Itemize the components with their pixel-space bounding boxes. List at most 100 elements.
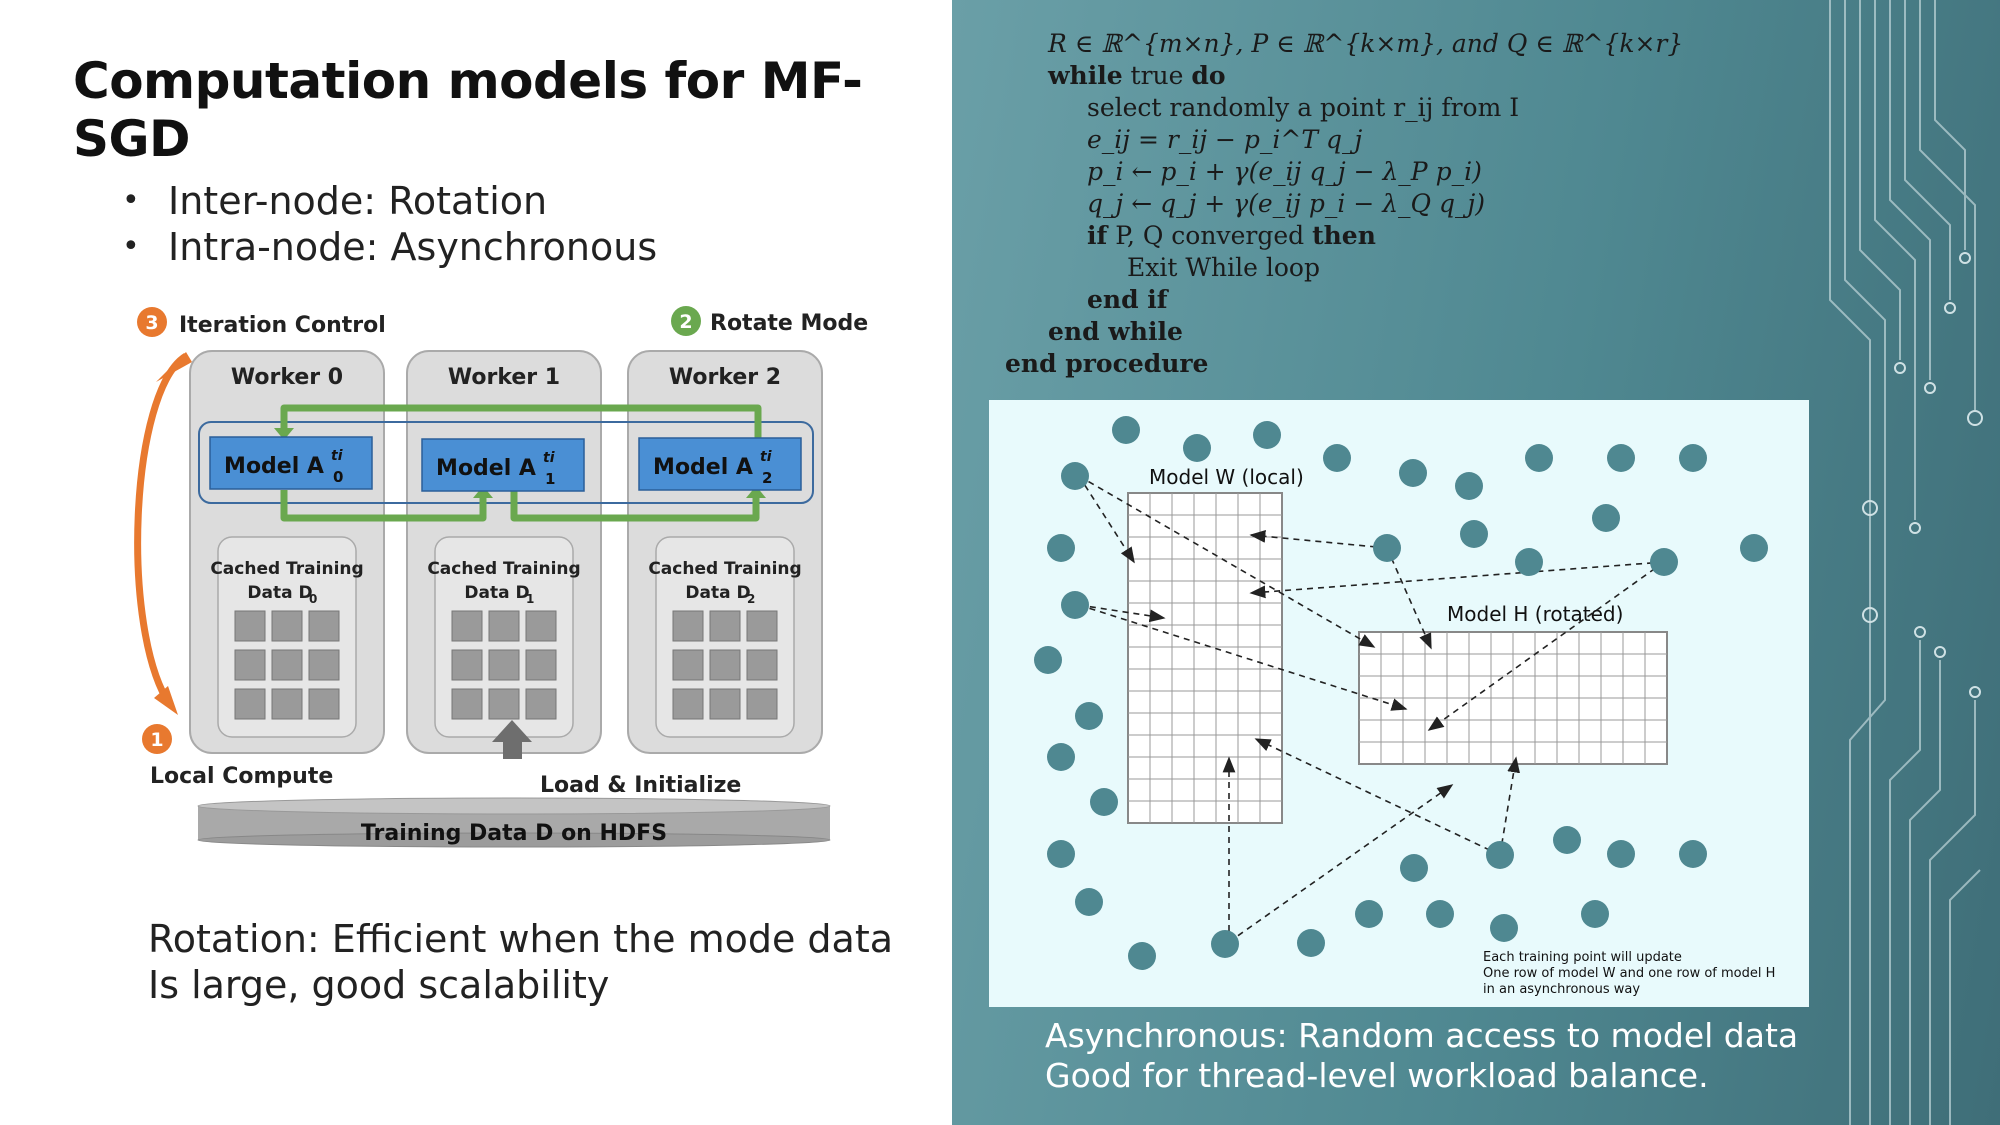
algo-line-0-text: R ∈ ℝ^{m×n}, P ∈ ℝ^{k×m}, and Q ∈ ℝ^{k×r…: [1048, 29, 1684, 58]
circuit-decoration: [1829, 0, 1983, 1125]
algo-line-2-text: select randomly a point r_ij from I: [1087, 93, 1520, 122]
async-diagram: Model W (local) Model H (rotated) Each t…: [1034, 416, 1775, 997]
algo-line-5: q_j ← q_j + γ(e_ij p_i − λ_Q q_j): [1005, 188, 1683, 220]
worker-2-data-sub: 2: [747, 592, 755, 606]
training-point: [1323, 444, 1351, 472]
algo-line-9: end while: [1005, 316, 1683, 348]
bullet-list: •Inter-node: Rotation •Intra-node: Async…: [122, 178, 657, 270]
worker-1-cached-2: Data D: [464, 583, 529, 603]
worker-1-cached-1: Cached Training: [427, 559, 580, 579]
training-point: [1061, 591, 1089, 619]
training-point: [1679, 444, 1707, 472]
rotation-diagram: 3 Iteration Control 2 Rotate Model Worke…: [134, 306, 870, 848]
async-note: Each training point will update One row …: [1483, 950, 1775, 997]
async-caption-line: Good for thread-level workload balance.: [1045, 1056, 1709, 1095]
model-0-sub: 0: [333, 468, 343, 486]
bullet-item: •Intra-node: Asynchronous: [122, 225, 658, 269]
algo-line-9-text: end while: [1048, 317, 1183, 346]
training-point: [1075, 702, 1103, 730]
async-caption: Asynchronous: Random access to model dat…: [1045, 1016, 1798, 1096]
training-point: [1047, 840, 1075, 868]
training-point: [1426, 900, 1454, 928]
training-point: [1034, 646, 1062, 674]
algo-line-1-text: true: [1122, 61, 1192, 90]
worker-0-data-sub: 0: [309, 592, 317, 606]
hdfs-label: Training Data D on HDFS: [361, 821, 667, 846]
iteration-arrow-head: [154, 686, 178, 715]
algorithm-block: R ∈ ℝ^{m×n}, P ∈ ℝ^{k×m}, and Q ∈ ℝ^{k×r…: [1005, 28, 1683, 380]
rotation-caption: Rotation: Efficient when the mode data I…: [148, 916, 893, 1008]
training-points: [1034, 416, 1768, 970]
model-w-grid: [1127, 492, 1283, 824]
training-point: [1061, 462, 1089, 490]
algo-line-4: p_i ← p_i + γ(e_ij q_j − λ_P p_i): [1005, 156, 1683, 188]
algo-line-1: while true do: [1005, 60, 1683, 92]
algo-line-8: end if: [1005, 284, 1683, 316]
training-point: [1183, 434, 1211, 462]
async-caption-line: Asynchronous: Random access to model dat…: [1045, 1016, 1799, 1055]
training-point: [1553, 826, 1581, 854]
training-point: [1650, 548, 1678, 576]
algo-line-6-text: P, Q converged: [1107, 221, 1313, 250]
model-0-sup: ti: [331, 448, 343, 464]
model-2-sub: 2: [762, 469, 772, 487]
algo-line-5-text: q_j ← q_j + γ(e_ij p_i − λ_Q q_j): [1087, 189, 1486, 218]
training-point: [1581, 900, 1609, 928]
model-0-label: Model A: [224, 454, 324, 479]
algo-line-10: end procedure: [1005, 348, 1683, 380]
async-note-line: in an asynchronous way: [1483, 982, 1640, 997]
rotation-caption-line: Is large, good scalability: [148, 963, 610, 1007]
slide-title: Computation models for MF-SGD: [73, 52, 863, 168]
async-note-line: Each training point will update: [1483, 950, 1682, 965]
training-point: [1211, 930, 1239, 958]
model-1-label: Model A: [436, 456, 536, 481]
load-label: Load & Initialize: [540, 773, 741, 798]
step1-badge: [142, 724, 172, 754]
algo-line-4-text: p_i ← p_i + γ(e_ij q_j − λ_P p_i): [1087, 157, 1482, 186]
iteration-arrow-tail: [156, 352, 192, 382]
algo-line-8-text: end if: [1087, 285, 1168, 314]
training-point: [1075, 888, 1103, 916]
training-point: [1490, 914, 1518, 942]
model-1-sup: ti: [543, 450, 555, 466]
training-point: [1607, 444, 1635, 472]
bullet-item: •Inter-node: Rotation: [122, 179, 548, 223]
rotation-caption-line: Rotation: Efficient when the mode data: [148, 917, 894, 961]
worker-2-title: Worker 2: [669, 365, 781, 390]
hdfs-storage: Training Data D on HDFS: [197, 797, 831, 848]
iteration-arrow: [134, 353, 189, 707]
step3-label: Iteration Control: [179, 313, 386, 338]
algo-line-7: Exit While loop: [1005, 252, 1683, 284]
training-point: [1740, 534, 1768, 562]
worker-1-title: Worker 1: [448, 365, 560, 390]
worker-0-cached-1: Cached Training: [210, 559, 363, 579]
step3-badge: [137, 307, 167, 337]
algo-line-3: e_ij = r_ij − p_i^T q_j: [1005, 124, 1683, 156]
training-point: [1679, 840, 1707, 868]
training-point: [1355, 900, 1383, 928]
step2-label: Rotate Model: [710, 311, 870, 336]
algo-line-3-text: e_ij = r_ij − p_i^T q_j: [1087, 125, 1363, 154]
update-arrows: [1078, 475, 1665, 943]
training-point: [1455, 472, 1483, 500]
algo-line-0: R ∈ ℝ^{m×n}, P ∈ ℝ^{k×m}, and Q ∈ ℝ^{k×r…: [1005, 28, 1683, 60]
algo-line-6: if P, Q converged then: [1005, 220, 1683, 252]
model-w-label: Model W (local): [1149, 465, 1304, 489]
training-point: [1047, 743, 1075, 771]
training-point: [1373, 534, 1401, 562]
training-point: [1525, 444, 1553, 472]
step1-number: 1: [150, 729, 163, 751]
worker-0-cached-2: Data D: [247, 583, 312, 603]
worker-0-data-grid: [234, 610, 340, 720]
model-h-label: Model H (rotated): [1447, 602, 1623, 626]
algo-kw-if: if: [1087, 221, 1108, 250]
worker-2-cached-1: Cached Training: [648, 559, 801, 579]
step1-label: Local Compute: [150, 764, 333, 789]
rotation-arrow-heads: [274, 428, 766, 498]
training-point: [1128, 942, 1156, 970]
step2-badge: [671, 306, 701, 336]
left-panel: Computation models for MF-SGD •Inter-nod…: [0, 0, 952, 1125]
model-box-1: Model A ti 1: [421, 438, 585, 492]
training-point: [1047, 534, 1075, 562]
algo-line-10-text: end procedure: [1005, 349, 1209, 378]
